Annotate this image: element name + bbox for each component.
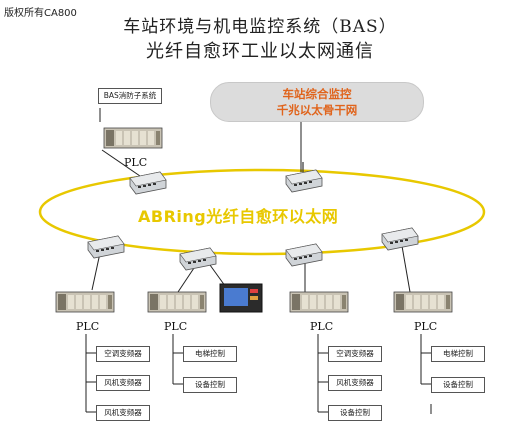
- backbone-line1: 车站综合监控: [282, 87, 352, 101]
- switch-icon: [381, 227, 419, 251]
- diagram-subtitle: 光纤自愈环工业以太网通信: [146, 41, 374, 62]
- plc-device-icon: [289, 291, 349, 313]
- fiber-ring: [38, 168, 486, 256]
- device-box: 设备控制: [328, 405, 382, 421]
- device-box: 风机变频器: [96, 405, 150, 421]
- plc-label: PLC: [310, 320, 334, 333]
- device-box: 设备控制: [431, 377, 485, 393]
- plc-device-icon: [147, 291, 207, 313]
- plc-label: PLC: [414, 320, 438, 333]
- plc-device-icon: [393, 291, 453, 313]
- copyright-text: 版权所有CA800: [4, 8, 77, 19]
- plc-label: PLC: [124, 156, 148, 169]
- device-box: 风机变频器: [328, 375, 382, 391]
- diagram-title: 车站环境与机电监控系统（BAS）: [123, 17, 397, 37]
- backbone-network: 车站综合监控 千兆以太骨干网: [210, 82, 424, 122]
- plc-device-icon: [55, 291, 115, 313]
- switch-icon: [129, 171, 167, 195]
- plc-label: PLC: [76, 320, 100, 333]
- device-box: 空调变频器: [96, 346, 150, 362]
- device-box: 设备控制: [183, 377, 237, 393]
- device-box: 风机变频器: [96, 375, 150, 391]
- device-box: 电梯控制: [431, 346, 485, 362]
- fire-subsystem-box: BAS消防子系统: [98, 88, 162, 104]
- device-box: 空调变频器: [328, 346, 382, 362]
- device-box: 电梯控制: [183, 346, 237, 362]
- switch-icon: [179, 247, 217, 271]
- backbone-line2: 千兆以太骨干网: [276, 103, 358, 117]
- plc-label: PLC: [164, 320, 188, 333]
- switch-icon: [285, 243, 323, 267]
- switch-icon: [285, 169, 323, 193]
- switch-icon: [87, 235, 125, 259]
- plc-device-icon: [103, 127, 163, 149]
- ring-label: ABRing光纤自愈环以太网: [138, 207, 339, 226]
